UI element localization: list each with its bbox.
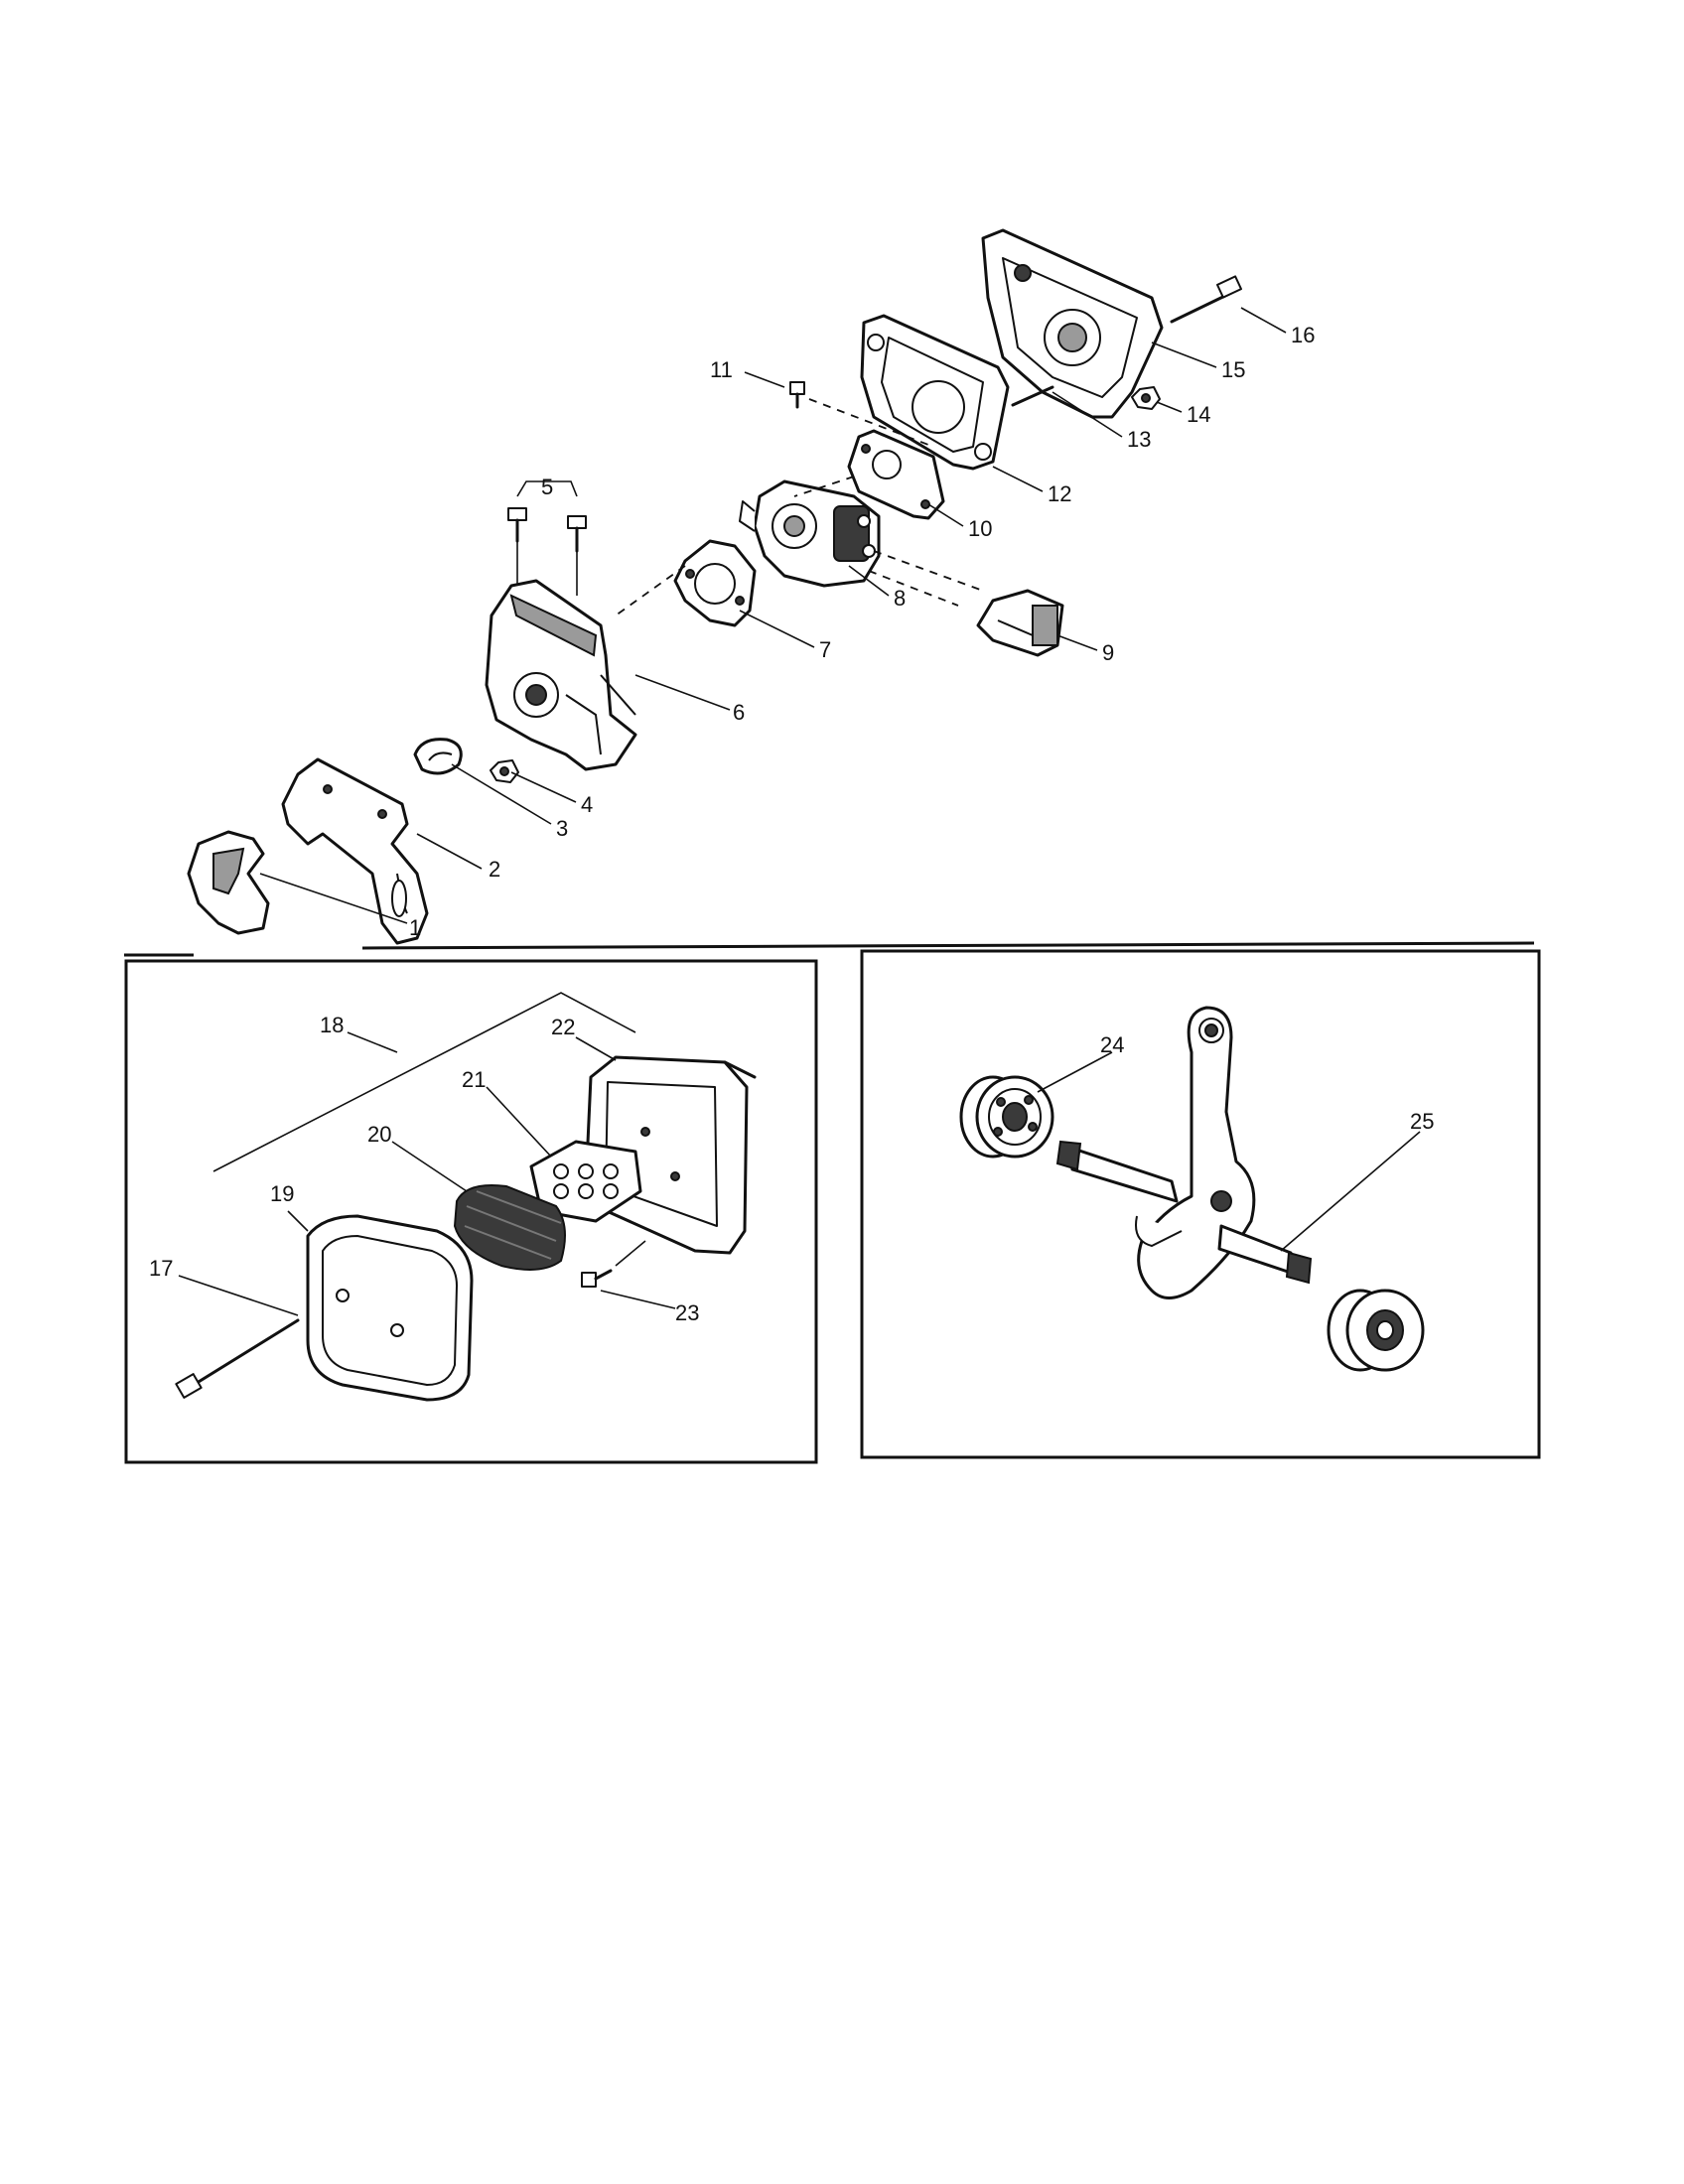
- callout-9: 9: [1102, 640, 1114, 665]
- top-assembly: 1 2 3 4 5 6 7 8 9 10 11 12 13 14 15 16: [187, 228, 1315, 945]
- part-22-filter-housing: [584, 1055, 757, 1255]
- callout-7: 7: [819, 637, 831, 662]
- callout-15: 15: [1221, 357, 1245, 382]
- leader-6: [634, 674, 731, 711]
- part-5-screws: [507, 507, 587, 553]
- callout-13: 13: [1127, 427, 1151, 452]
- callout-17: 17: [149, 1256, 173, 1281]
- part-6-housing: [485, 579, 637, 771]
- part-11-screw: [789, 381, 805, 409]
- leader-16: [1240, 307, 1287, 334]
- leader-2: [416, 833, 483, 870]
- callout-4: 4: [581, 792, 593, 817]
- leader-17: [178, 1275, 299, 1316]
- callout-22: 22: [551, 1015, 575, 1039]
- leader-22: [575, 1036, 617, 1061]
- part-9-choke-lever: [976, 589, 1064, 657]
- part-23-screw: [581, 1269, 613, 1288]
- callout-24: 24: [1100, 1032, 1124, 1057]
- part-15-filter-cover: [981, 228, 1164, 419]
- leader-13: [1052, 391, 1123, 438]
- air-filter-frame: [124, 959, 818, 1464]
- part-8-carburetor: [739, 479, 881, 588]
- leader-4: [510, 771, 577, 803]
- part-16-bolt: [1170, 275, 1243, 324]
- part-2-bracket: [281, 757, 429, 945]
- leader-11: [744, 371, 785, 388]
- part-4-nut: [490, 759, 519, 783]
- callout-18: 18: [320, 1013, 344, 1037]
- callout-25: 25: [1410, 1109, 1434, 1134]
- callout-3: 3: [556, 816, 568, 841]
- callout-6: 6: [733, 700, 745, 725]
- leader-10: [927, 503, 964, 527]
- part-12-filter-frame: [860, 314, 1010, 471]
- leader-8: [848, 565, 890, 597]
- leader-19: [287, 1210, 309, 1232]
- part-25-crankshaft: [1055, 1006, 1313, 1299]
- callout-20: 20: [367, 1122, 391, 1147]
- bracket-18: [212, 992, 636, 1172]
- part-bearing-right: [1327, 1289, 1425, 1372]
- callout-12: 12: [1048, 481, 1071, 506]
- callout-1: 1: [409, 915, 421, 940]
- crankshaft-frame: [860, 949, 1541, 1459]
- callout-5: 5: [541, 475, 553, 499]
- leader-14: [1156, 401, 1183, 413]
- leader-1: [259, 873, 408, 924]
- leader-18: [347, 1031, 398, 1053]
- leader-21: [486, 1086, 552, 1158]
- callout-10: 10: [968, 516, 992, 541]
- leader-7: [739, 610, 815, 648]
- callout-16: 16: [1291, 323, 1315, 347]
- callout-11: 11: [710, 357, 733, 382]
- leader-24: [1037, 1051, 1113, 1093]
- part-24-bearing: [959, 1075, 1054, 1159]
- leader-12: [992, 466, 1044, 492]
- leader-15: [1151, 341, 1217, 368]
- leader-20: [391, 1141, 468, 1192]
- callout-2: 2: [489, 857, 500, 882]
- air-filter-panel: 17 18 19 20 21 22 23: [124, 959, 818, 1464]
- separator-line: [361, 941, 1535, 950]
- leader-25: [1280, 1131, 1421, 1252]
- leader-9: [1056, 634, 1098, 651]
- part-19-filter-cover: [306, 1214, 474, 1402]
- part-3-clip: [413, 738, 463, 775]
- callout-21: 21: [462, 1067, 486, 1092]
- part-21-filter-plate: [529, 1140, 642, 1223]
- part-7-gasket: [673, 539, 757, 627]
- callout-8: 8: [894, 586, 906, 611]
- part-17-bolt: [175, 1318, 300, 1399]
- part-1-guide: [187, 830, 270, 935]
- part-20-filter-mesh: [453, 1184, 566, 1271]
- callout-23: 23: [675, 1300, 699, 1325]
- leader-3: [451, 763, 552, 825]
- callout-19: 19: [270, 1181, 294, 1206]
- leader-23: [600, 1290, 676, 1309]
- crankshaft-panel: 24 25: [860, 949, 1541, 1459]
- callout-14: 14: [1187, 402, 1210, 427]
- part-13-stud: [1011, 385, 1054, 407]
- part-10-bracket: [847, 429, 945, 520]
- part-14-nut: [1131, 386, 1161, 410]
